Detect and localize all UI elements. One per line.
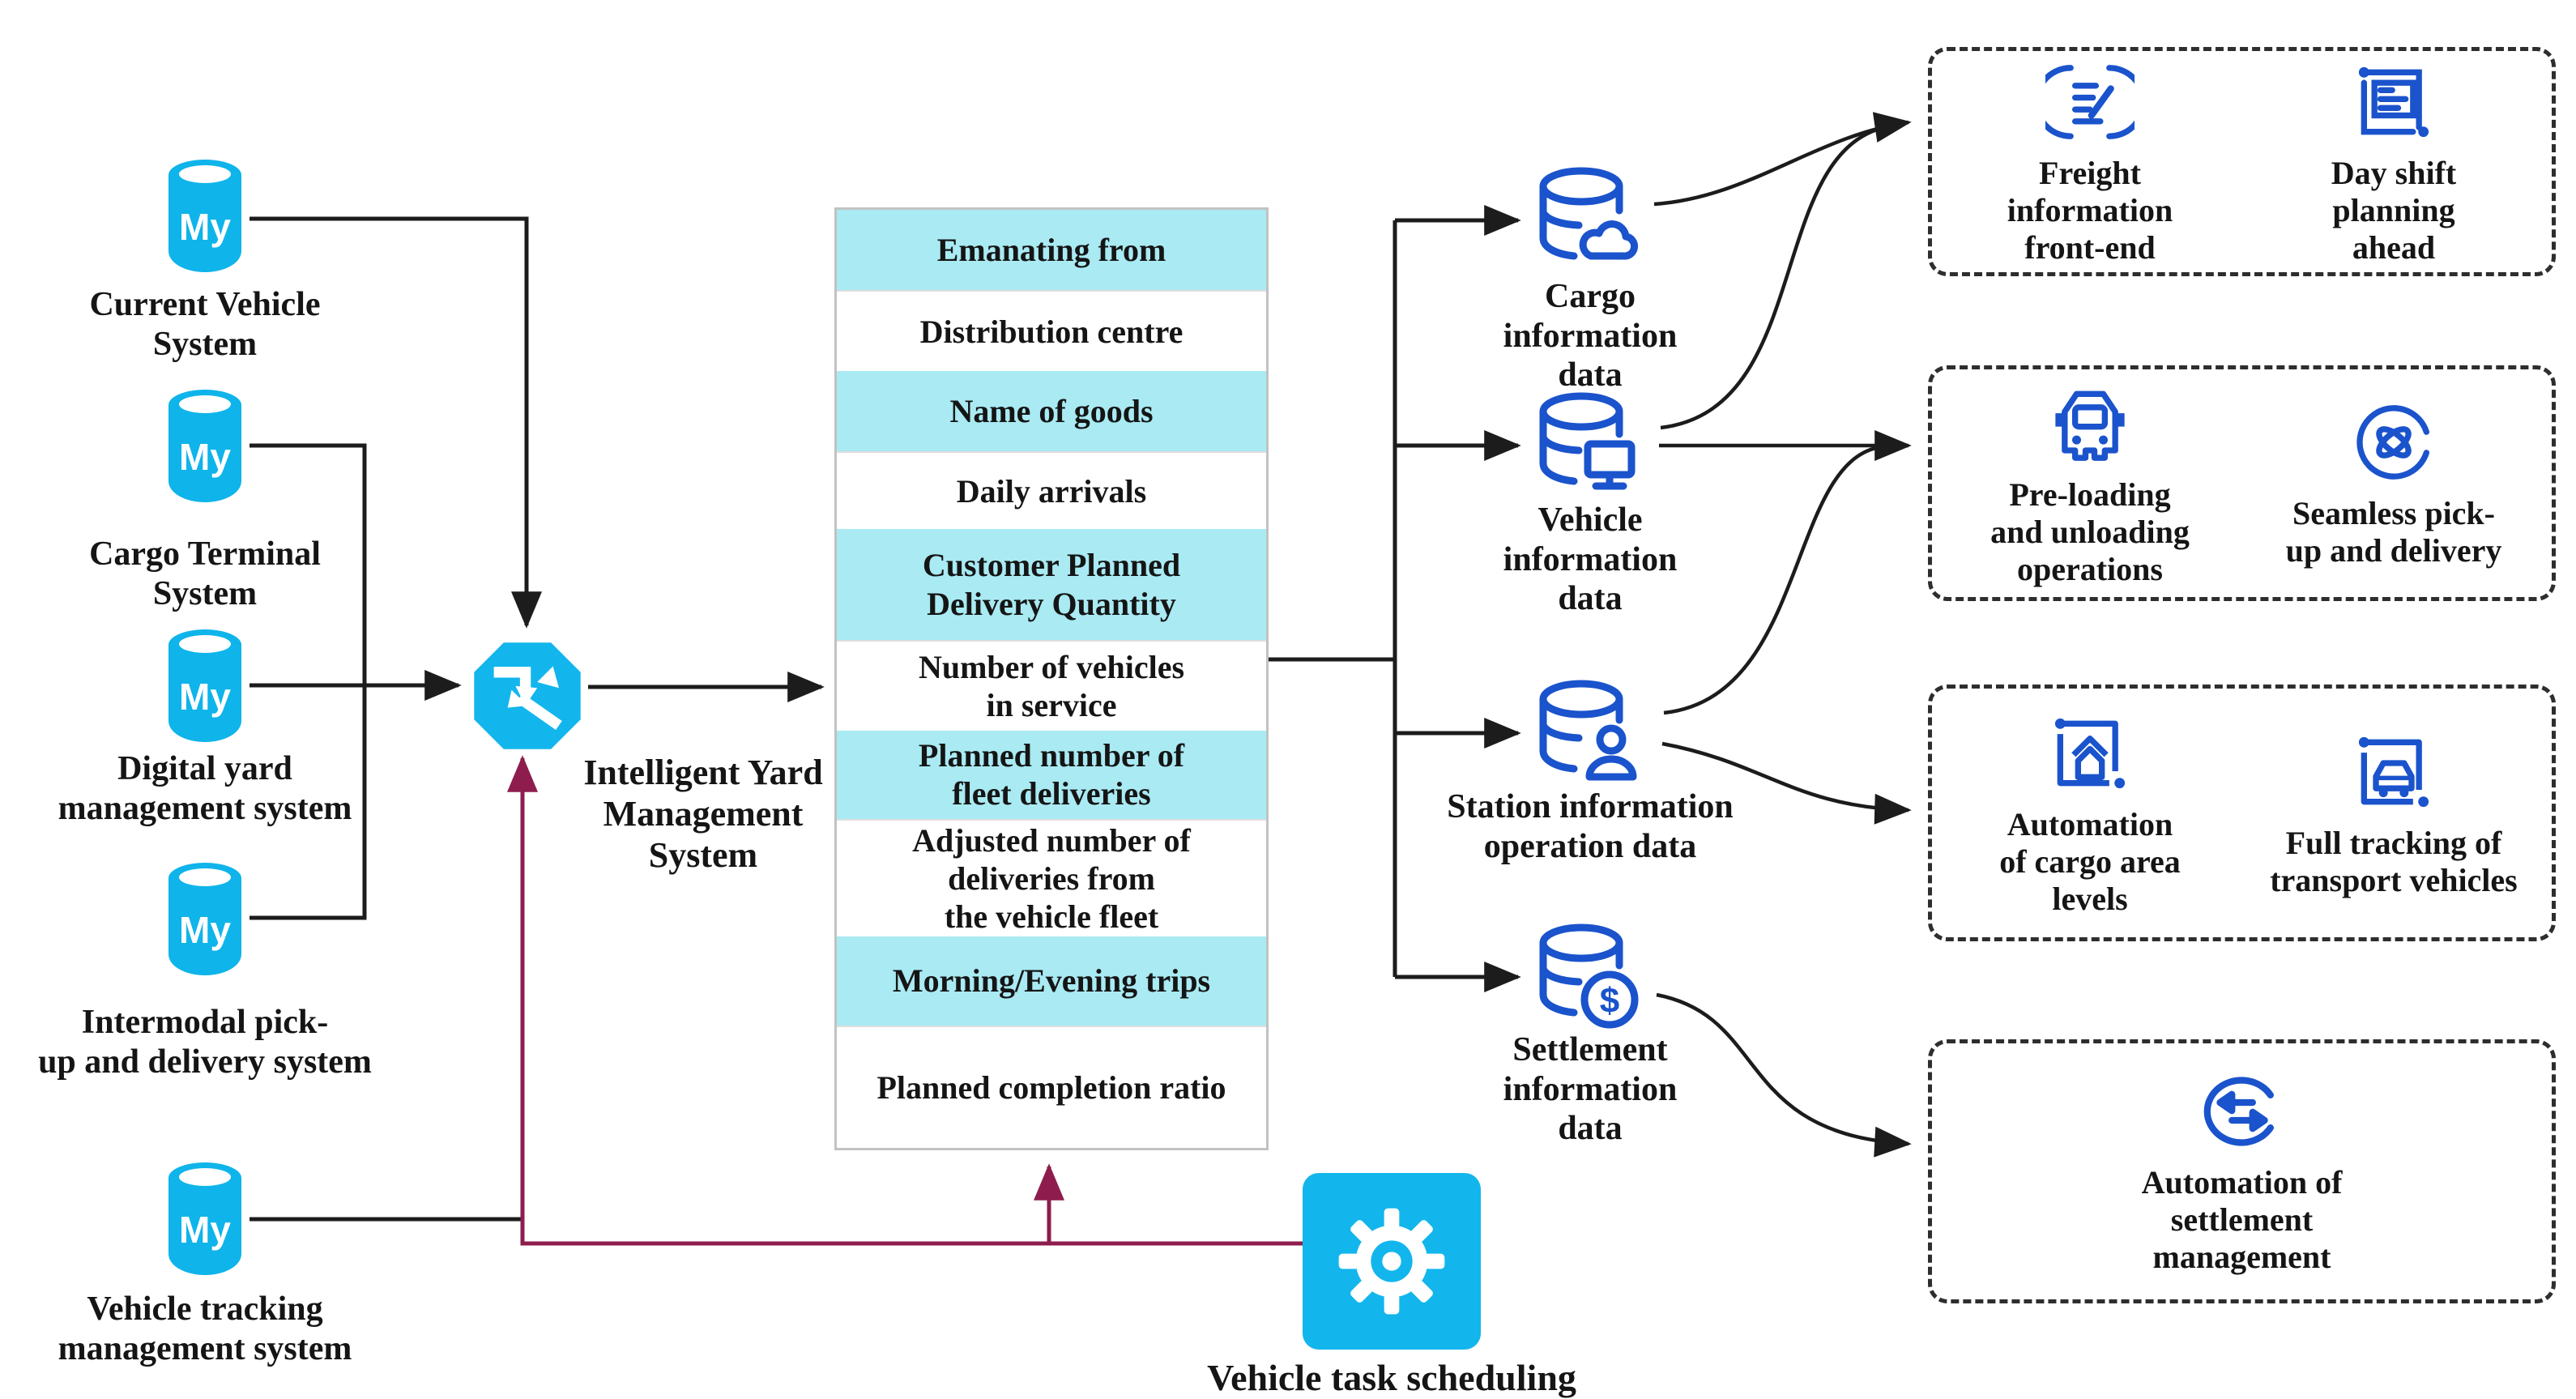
gear-icon bbox=[1338, 1208, 1445, 1315]
table-row: Emanating from bbox=[837, 210, 1266, 291]
outcome-label: Pre-loading and unloading operations bbox=[1990, 476, 2190, 587]
table-row: Daily arrivals bbox=[837, 451, 1266, 529]
table-row: Number of vehicles in service bbox=[837, 640, 1266, 731]
outcome-item: Automation of settlement management bbox=[2048, 1067, 2437, 1276]
database-person-icon bbox=[1533, 676, 1646, 790]
vehicle-task-scheduler bbox=[1303, 1173, 1481, 1350]
scheduler-label: Vehicle task scheduling bbox=[1207, 1357, 1576, 1398]
source-label-current-vehicle: Current Vehicle System bbox=[89, 286, 321, 363]
source-label-vehicle-tracking: Vehicle tracking management system bbox=[58, 1290, 352, 1367]
exchange-hub-icon bbox=[468, 637, 586, 749]
outcome-item: Seamless pick- up and delivery bbox=[2248, 398, 2540, 569]
outcome-item: Freight information front-end bbox=[1944, 58, 2236, 267]
table-row: Distribution centre bbox=[837, 290, 1266, 371]
outcome-box-yard: Automation of cargo area levels Full tra… bbox=[1928, 685, 2556, 941]
outcome-label: Automation of cargo area levels bbox=[1999, 805, 2181, 917]
store-label-settlement: Settlement information data bbox=[1503, 1031, 1678, 1148]
table-row: Name of goods bbox=[837, 370, 1266, 452]
planning-attribute-table: Emanating from Distribution centre Name … bbox=[834, 207, 1269, 1150]
outcome-box-settlement: Automation of settlement management bbox=[1928, 1039, 2556, 1303]
cargo-area-icon bbox=[2054, 718, 2126, 788]
truck-front-icon bbox=[2055, 390, 2125, 461]
seamless-loop-icon bbox=[2356, 404, 2429, 480]
mysql-database-icon: My bbox=[162, 857, 248, 980]
svg-text:$: $ bbox=[1600, 981, 1619, 1021]
outcome-item: Full tracking of transport vehicles bbox=[2248, 727, 2540, 899]
table-row: Customer Planned Delivery Quantity bbox=[837, 528, 1266, 641]
outcome-label: Automation of settlement management bbox=[2141, 1164, 2343, 1275]
vehicle-tracking-icon bbox=[2358, 736, 2429, 807]
outcome-box-planning: Freight information front-end Day shift … bbox=[1928, 47, 2556, 276]
database-monitor-icon bbox=[1533, 389, 1646, 502]
outcome-label: Seamless pick- up and delivery bbox=[2285, 494, 2502, 569]
store-label-cargo: Cargo information data bbox=[1503, 278, 1678, 395]
database-dollar-icon: $ bbox=[1533, 920, 1646, 1034]
svg-text:My: My bbox=[179, 909, 231, 951]
freight-frontend-icon bbox=[2045, 64, 2135, 139]
source-label-cargo-terminal: Cargo Terminal System bbox=[89, 535, 321, 612]
mysql-database-icon: My bbox=[162, 1157, 248, 1280]
source-label-intermodal: Intermodal pick- up and delivery system bbox=[38, 1004, 372, 1081]
database-cloud-icon bbox=[1533, 164, 1646, 277]
table-row: Morning/Evening trips bbox=[837, 936, 1266, 1026]
outcome-label: Freight information front-end bbox=[2007, 154, 2173, 266]
svg-text:My: My bbox=[179, 436, 231, 478]
mysql-database-icon: My bbox=[162, 154, 248, 277]
day-shift-plan-icon bbox=[2358, 66, 2429, 137]
svg-text:My: My bbox=[179, 1209, 231, 1251]
svg-text:My: My bbox=[179, 206, 231, 248]
outcome-item: Automation of cargo area levels bbox=[1944, 709, 2236, 918]
mysql-database-icon: My bbox=[162, 384, 248, 507]
outcome-label: Full tracking of transport vehicles bbox=[2270, 824, 2518, 898]
source-label-digital-yard: Digital yard management system bbox=[58, 750, 352, 827]
mysql-database-icon: My bbox=[162, 624, 248, 747]
table-row: Planned number of fleet deliveries bbox=[837, 730, 1266, 820]
outcome-box-loading: Pre-loading and unloading operations Sea… bbox=[1928, 365, 2556, 601]
outcome-item: Day shift planning ahead bbox=[2248, 58, 2540, 267]
hub-label: Intelligent Yard Management System bbox=[583, 753, 823, 876]
table-row: Planned completion ratio bbox=[837, 1025, 1266, 1148]
svg-text:My: My bbox=[179, 676, 231, 718]
table-row: Adjusted number of deliveries from the v… bbox=[837, 819, 1266, 937]
outcome-label: Day shift planning ahead bbox=[2331, 154, 2457, 266]
settlement-swap-icon bbox=[2203, 1077, 2274, 1146]
outcome-item: Pre-loading and unloading operations bbox=[1944, 379, 2236, 588]
store-label-vehicle: Vehicle information data bbox=[1503, 501, 1678, 618]
store-label-station: Station information operation data bbox=[1447, 788, 1734, 865]
